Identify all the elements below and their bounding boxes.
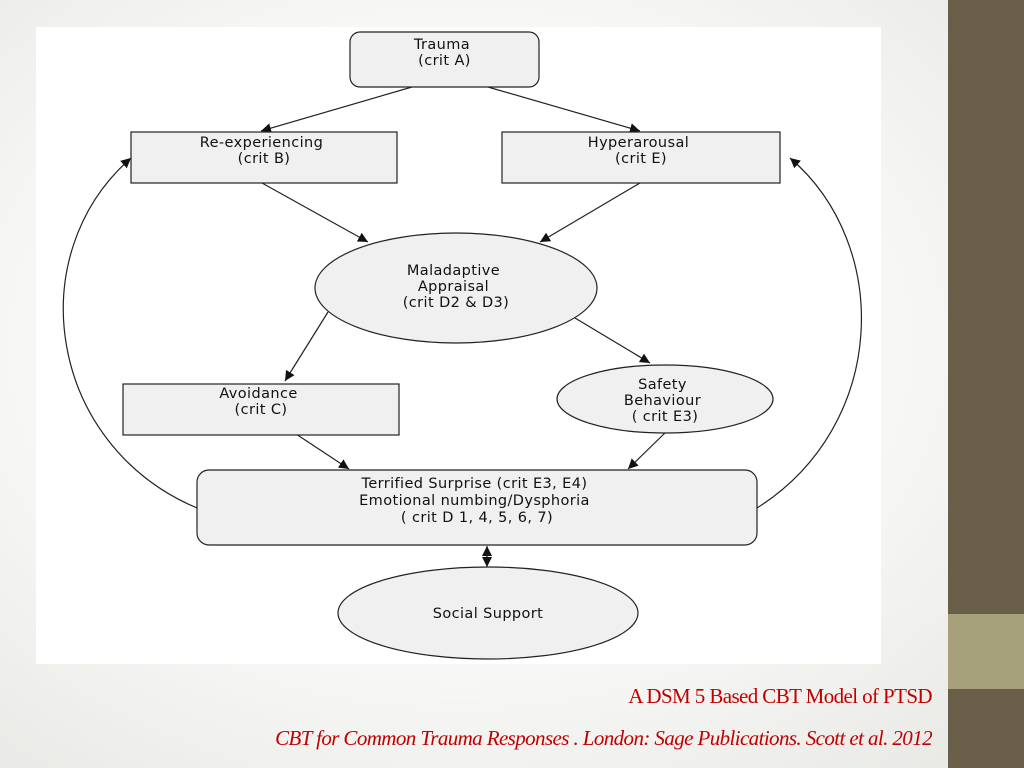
node-label-line: Avoidance [219, 386, 297, 402]
slide-title: A DSM 5 Based CBT Model of PTSD [628, 684, 932, 708]
node-label-line: Social Support [433, 606, 544, 622]
node-avoidance: Avoidance (crit C) [122, 383, 400, 436]
svg-text:Social Support: Social Support [433, 606, 544, 622]
connectors [62, 86, 863, 567]
node-terrified-surprise: Terrified Surprise (crit E3, E4) Emotion… [196, 469, 758, 546]
node-label-line: ( crit E3) [632, 409, 699, 425]
node-label-line: Hyperarousal [588, 135, 689, 151]
svg-text:Avoidance (crit C): Avoidance (crit C) [219, 386, 302, 418]
node-label-line: (crit A) [418, 53, 471, 69]
feedback-arrow-to-hyperarousal [756, 157, 863, 509]
svg-text:Terrified Surprise (crit E3, E: Terrified Surprise (crit E3, E4) Emotion… [359, 476, 595, 526]
arrow-trauma-to-reexperiencing [260, 86, 413, 134]
arrow-trauma-to-hyperarousal [487, 86, 641, 134]
arrow-safety-to-terrified [627, 429, 669, 470]
arrow-avoidance-to-terrified [295, 433, 350, 470]
feedback-arrow-to-reexperiencing [62, 157, 198, 509]
arrow-appraisal-to-safety [574, 317, 651, 364]
svg-text:Safety Behaviour (: Safety Behaviour ( crit E3) [624, 377, 706, 425]
slide-source-citation: CBT for Common Trauma Responses . London… [275, 726, 933, 750]
arrow-hyperarousal-to-appraisal [539, 182, 641, 243]
node-label-line: ( crit D 1, 4, 5, 6, 7) [401, 510, 553, 526]
svg-text:Trauma (crit A): Trauma (crit A) [413, 37, 475, 69]
node-trauma: Trauma (crit A) [349, 31, 540, 88]
arrow-appraisal-to-avoidance [284, 311, 329, 382]
svg-text:Hyperarousal (crit E): Hyperarousal (crit E) [588, 135, 694, 167]
side-bar-accent [948, 614, 1024, 689]
svg-text:Re-experiencing (crit B): Re-experiencing (crit B) [200, 135, 328, 167]
node-label-line: Appraisal [418, 279, 489, 295]
node-social-support: Social Support [337, 566, 639, 660]
node-reexperiencing: Re-experiencing (crit B) [130, 131, 398, 184]
node-label-line: (crit E) [615, 151, 667, 167]
node-label-line: Safety [638, 377, 687, 393]
node-maladaptive-appraisal: Maladaptive Appraisal (crit D2 & D3) [314, 232, 598, 344]
node-label-line: (crit D2 & D3) [403, 295, 509, 311]
svg-text:Maladaptive Appraisal: Maladaptive Appraisal (crit D2 & D3) [403, 263, 509, 311]
node-label-line: (crit B) [238, 151, 291, 167]
node-label-line: Maladaptive [407, 263, 500, 279]
node-label-line: Terrified Surprise (crit E3, E4) [361, 476, 588, 492]
arrow-reexperiencing-to-appraisal [261, 182, 369, 243]
node-label-line: Re-experiencing [200, 135, 323, 151]
node-label-line: Trauma [413, 37, 470, 53]
node-hyperarousal: Hyperarousal (crit E) [501, 131, 781, 184]
node-label-line: Emotional numbing/Dysphoria [359, 493, 590, 509]
node-label-line: Behaviour [624, 393, 701, 409]
node-safety-behaviour: Safety Behaviour ( crit E3) [556, 364, 774, 434]
node-label-line: (crit C) [235, 402, 288, 418]
